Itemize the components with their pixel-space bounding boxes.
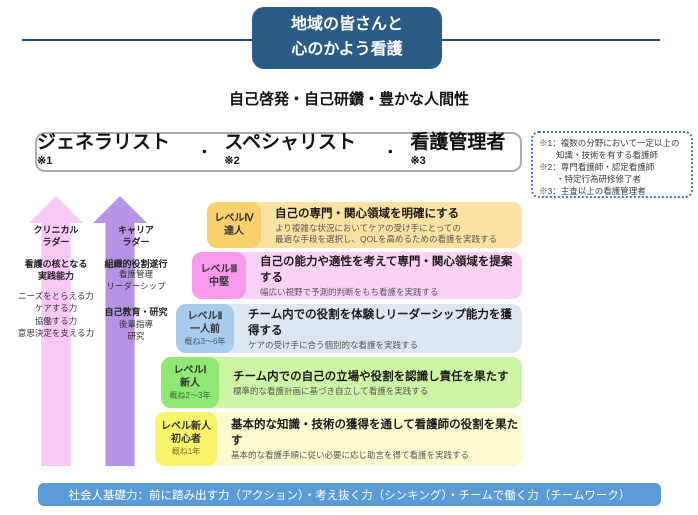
level-1-description: 標準的な看護計画に基づき自立して看護を実践する (233, 385, 429, 396)
level-3-description: 幅広い視野で予測的判断をもち看護を実践する (260, 286, 439, 297)
subtitle: 自己啓発・自己研鑽・豊かな人間性 (228, 91, 469, 108)
fundamental-competencies-text: 社会人基礎力：前に踏み出す力（アクション）・考え抜く力（シンキング）・チームで働… (68, 489, 631, 502)
career-paths-header: ジェネラリスト※1 ・ スペシャリスト※2 ・ 看護管理者※3 (35, 132, 522, 172)
level-1-years: 概ね2～3年 (169, 390, 211, 400)
level-4-name: レベルⅣ 達人 (214, 213, 254, 237)
header-item-nurse-manager: 看護管理者※3 (410, 131, 506, 167)
level-3-title: 自己の能力や適性を考えて専門・関心領域を提案する (260, 255, 513, 284)
fundamental-competencies-bar: 社会人基礎力：前に踏み出す力（アクション）・考え抜く力（シンキング）・チームで働… (38, 483, 661, 506)
footnote-ref-1: ※1 (37, 154, 53, 167)
level-2-label: レベルⅡ 一人前 概ね3～6年 (176, 304, 234, 353)
level-4-label: レベルⅣ 達人 (207, 202, 261, 248)
level-1-name: レベルⅠ 新人 (173, 364, 207, 389)
footnote-ref-3: ※3 (410, 154, 426, 167)
level-novice-description: 基本的な看護手順に従い必要に応じ助言を得て看護を実践する (231, 450, 470, 461)
career-ladder-role-heading: 組織的役割遂行 (104, 259, 168, 269)
page-title: 地域の皆さんと 心のかよう看護 (290, 16, 403, 58)
footnotes-box: ※1：複数の分野において一定以上の 知識・技術を有する看護師 ※2：専門看護師・… (531, 131, 693, 198)
level-4-description: より複雑な状況においてケアの受け手にとっての 最適な手段を選択し、QOLを高める… (275, 222, 497, 244)
level-2-description: ケアの受け手に合う個別的な看護を実践する (248, 339, 419, 350)
level-row-2-competent: レベルⅡ 一人前 概ね3～6年 チーム内での役割を体験しリーダーシップ能力を獲得… (176, 304, 522, 353)
level-row-4-expert: レベルⅣ 達人 自己の専門・関心領域を明確にする より複雑な状況においてケアの受… (207, 202, 522, 248)
header-item-generalist: ジェネラリスト※1 (37, 131, 171, 167)
level-2-title: チーム内での役割を体験しリーダーシップ能力を獲得する (248, 308, 512, 337)
level-novice-name: レベル新人 初心者 (161, 421, 211, 446)
career-ladder-role-items: 看護管理 リーダーシップ (106, 269, 166, 292)
career-ladder-name: キャリア ラダー (117, 225, 154, 248)
level-novice-title: 基本的な知識・技術の獲得を通して看護師の役割を果たす (231, 419, 519, 448)
career-ladder-education-items: 後輩指導 研究 (118, 319, 153, 342)
level-novice-years: 概ね1年 (171, 447, 201, 457)
header-item-specialist: スペシャリスト※2 (224, 131, 357, 167)
header-separator: ・ (383, 144, 398, 160)
level-2-years: 概ね3～6年 (184, 336, 226, 346)
clinical-ladder-core-heading: 看護の核となる 実践能力 (24, 259, 88, 282)
level-row-novice: レベル新人 初心者 概ね1年 基本的な知識・技術の獲得を通して看護師の役割を果た… (155, 412, 522, 466)
clinical-ladder-name: クリニカル ラダー (33, 225, 79, 248)
footnote-ref-2: ※2 (224, 154, 240, 167)
clinical-ladder-skills: ニーズをとらえる力 ケアする力 協働する力 意思決定を支える力 (17, 291, 95, 338)
title-box: 地域の皆さんと 心のかよう看護 (252, 7, 442, 69)
level-1-label: レベルⅠ 新人 概ね2～3年 (161, 357, 219, 408)
level-row-3-proficient: レベルⅢ 中堅 自己の能力や適性を考えて専門・関心領域を提案する 幅広い視野で予… (192, 252, 522, 299)
header-separator: ・ (197, 144, 212, 160)
level-3-label: レベルⅢ 中堅 (192, 252, 246, 299)
level-2-name: レベルⅡ 一人前 (187, 310, 223, 335)
career-ladder-education-heading: 自己教育・研究 (104, 307, 168, 317)
level-3-name: レベルⅢ 中堅 (200, 263, 238, 288)
level-4-title: 自己の専門・関心領域を明確にする (275, 207, 460, 220)
level-1-title: チーム内での自己の立場や役割を認識し責任を果たす (233, 370, 509, 383)
level-novice-label: レベル新人 初心者 概ね1年 (155, 412, 217, 466)
level-row-1-newcomer: レベルⅠ 新人 概ね2～3年 チーム内での自己の立場や役割を認識し責任を果たす … (161, 357, 522, 408)
